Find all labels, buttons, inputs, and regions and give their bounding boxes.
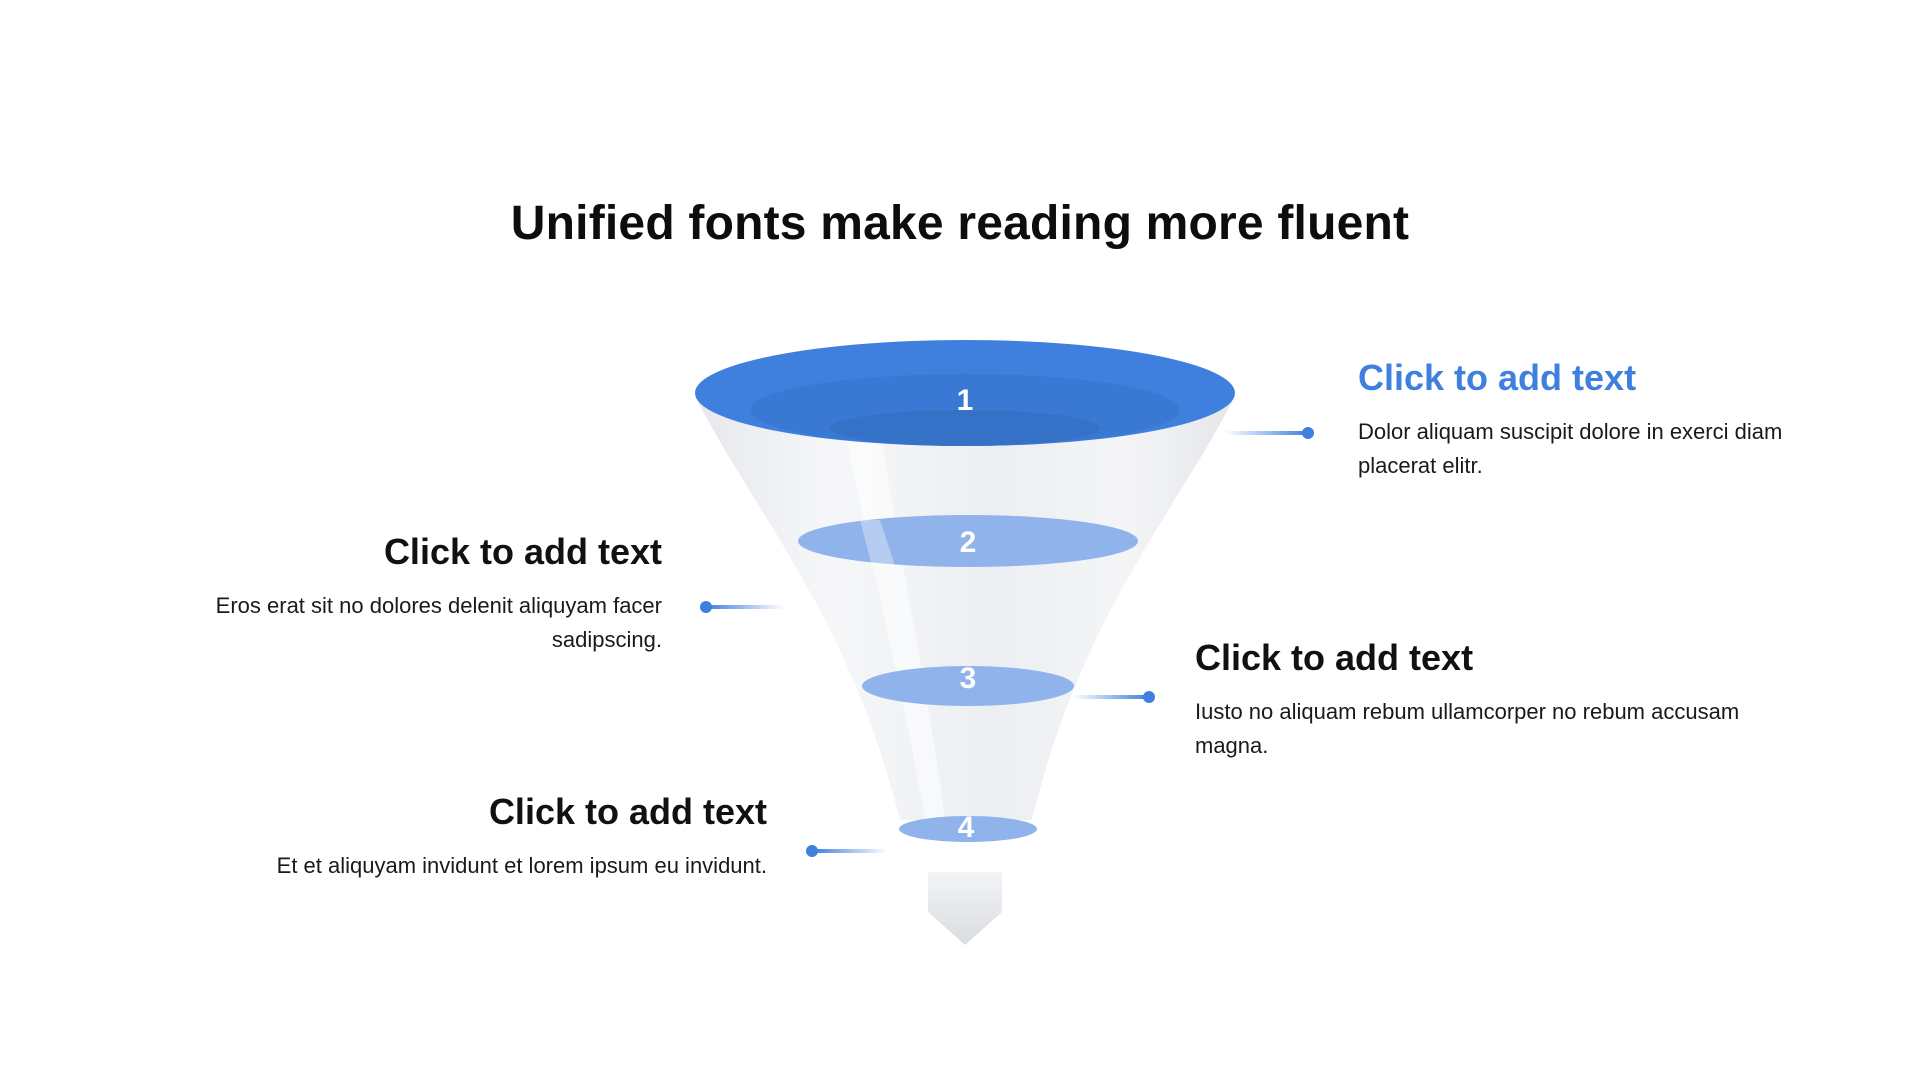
stage-2-body[interactable]: Eros erat sit no dolores delenit aliquya… xyxy=(215,593,662,653)
stage-2-text-block: Click to add text Eros erat sit no dolor… xyxy=(170,530,662,657)
stage-3-body[interactable]: Iusto no aliquam rebum ullamcorper no re… xyxy=(1195,699,1740,759)
stage-4-heading[interactable]: Click to add text xyxy=(488,791,767,832)
stage-1-text-block: Click to add text Dolor aliquam suscipit… xyxy=(1358,356,1798,483)
stage-4-text-block: Click to add text Et et aliquyam invidun… xyxy=(200,790,767,883)
connector-stage-1 xyxy=(1225,427,1314,439)
funnel-cone xyxy=(698,402,1232,820)
stage-3-heading[interactable]: Click to add text xyxy=(1195,637,1474,678)
connector-stage-3 xyxy=(1073,691,1155,703)
funnel-stage-1-number: 1 xyxy=(957,384,974,417)
connector-stage-2 xyxy=(700,601,784,613)
funnel-stage-4-number: 4 xyxy=(958,811,975,844)
funnel-stage-2-number: 2 xyxy=(960,526,977,559)
stage-4-body[interactable]: Et et aliquyam invidunt et lorem ipsum e… xyxy=(276,853,767,879)
funnel-spout xyxy=(928,872,1002,945)
funnel-stage-2-highlight xyxy=(860,520,895,566)
funnel-stage-4-ellipse[interactable] xyxy=(899,816,1037,842)
stage-1-heading[interactable]: Click to add text xyxy=(1358,357,1637,398)
stage-1-body[interactable]: Dolor aliquam suscipit dolore in exerci … xyxy=(1358,419,1783,479)
funnel-stage-1-inner xyxy=(830,410,1100,446)
funnel-stage-3-ellipse[interactable] xyxy=(862,666,1074,706)
stage-3-text-block: Click to add text Iusto no aliquam rebum… xyxy=(1195,636,1815,763)
funnel-stage-3-number: 3 xyxy=(960,662,977,695)
slide-title[interactable]: Unified fonts make reading more fluent xyxy=(510,197,1410,250)
funnel-stage-2-ellipse[interactable] xyxy=(798,515,1138,567)
stage-2-heading[interactable]: Click to add text xyxy=(383,531,662,572)
connector-stage-4 xyxy=(806,845,888,857)
